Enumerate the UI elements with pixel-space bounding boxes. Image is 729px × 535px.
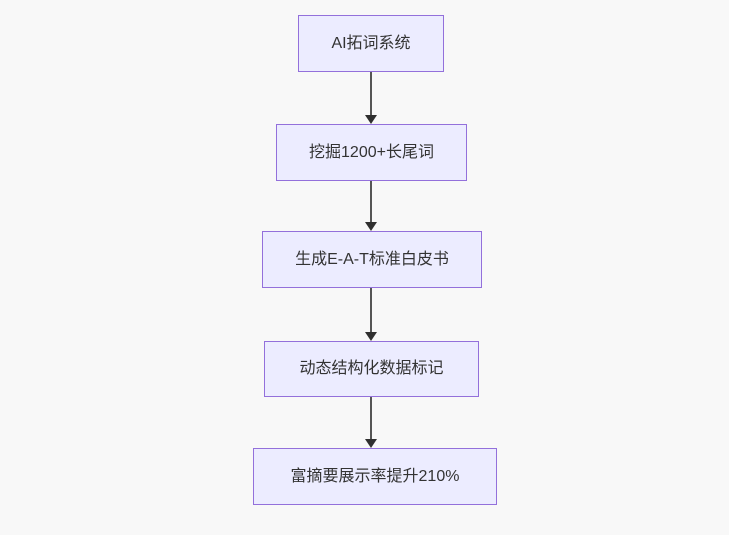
flow-edge-line-4	[370, 397, 372, 439]
flow-node-ai-keyword-system: AI拓词系统	[298, 15, 444, 72]
flow-node-label: AI拓词系统	[331, 34, 411, 52]
flow-edge-line-3	[370, 288, 372, 332]
flow-node-rich-snippet-rate: 富摘要展示率提升210%	[253, 448, 497, 505]
flow-node-label: 挖掘1200+长尾词	[309, 143, 434, 161]
arrow-down-icon	[365, 439, 377, 448]
flow-edge-line-2	[370, 181, 372, 222]
flow-node-label: 生成E-A-T标准白皮书	[295, 250, 449, 268]
flow-node-longtail-mining: 挖掘1200+长尾词	[276, 124, 467, 181]
flow-node-eat-whitepaper: 生成E-A-T标准白皮书	[262, 231, 482, 288]
flow-node-structured-data-markup: 动态结构化数据标记	[264, 341, 479, 397]
arrow-down-icon	[365, 222, 377, 231]
flow-node-label: 动态结构化数据标记	[299, 360, 444, 378]
arrow-down-icon	[365, 332, 377, 341]
flow-edge-line-1	[370, 72, 372, 115]
flow-node-label: 富摘要展示率提升210%	[290, 467, 460, 485]
arrow-down-icon	[365, 115, 377, 124]
